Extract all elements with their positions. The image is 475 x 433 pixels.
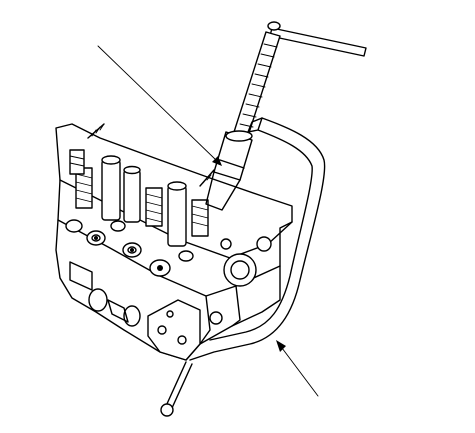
c-frame-outer [189,117,326,361]
leader-line-compressor-attachment [97,45,217,161]
tappet-post [167,185,187,247]
port [88,288,108,312]
tappet-post [123,169,141,223]
valve-spring [69,149,85,175]
front-face-edge-2 [231,285,241,327]
valve-spring [145,187,163,227]
cam-boss-bolt [209,311,223,325]
lower-stem [165,361,187,407]
side-boss [69,261,93,291]
flange-bolt [177,335,187,345]
valve-spring [191,199,209,237]
leader-line-compressor-frame [281,347,319,397]
t-handle-bar [269,27,367,57]
studs [87,123,215,187]
lower-stem-knob [160,403,174,417]
flange-bolt [157,325,167,335]
cam-boss-bolt [220,238,232,250]
attachment-jaw [205,171,241,211]
valve-train [65,149,209,277]
flange-bolt [166,310,174,318]
t-handle-hub [267,21,281,31]
side-boss [107,299,129,323]
cam-boss-bolt [256,236,272,252]
front-face-edge [199,295,211,345]
cam-boss-inner [230,260,250,280]
spring-compressor-tool [160,21,367,417]
callout-leaders [97,45,319,397]
stud [87,123,105,139]
end-flange [147,299,201,361]
c-frame-inner [209,129,313,341]
tappet-post [101,159,121,221]
frame-collar [247,117,263,133]
leader-arrowhead [212,156,222,166]
leader-arrowhead [276,340,286,352]
